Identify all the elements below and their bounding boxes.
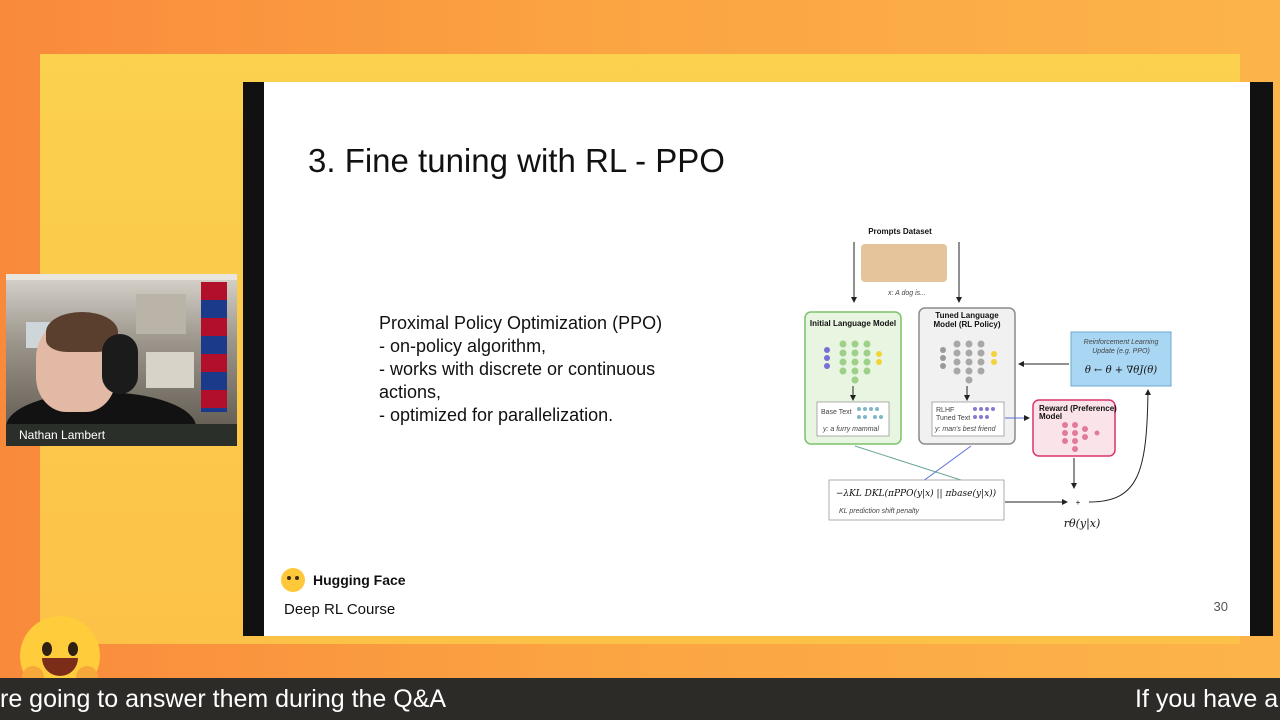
hugging-face-brand: Hugging Face [281, 568, 406, 592]
bullet-item: - on-policy algorithm, [379, 336, 547, 356]
slide-title: 3. Fine tuning with RL - PPO [308, 142, 725, 179]
rl-update-formula: θ ← θ + ∇θJ(θ) [1085, 365, 1157, 376]
bullet-item: - optimized for parallelization. [379, 405, 614, 425]
kl-formula: −λKL DKL(πPPO(y|x) || πbase(y|x)) [836, 488, 997, 499]
base-text-box [816, 401, 890, 437]
reward-model-label-2: Model [1039, 412, 1062, 421]
rlhf-ppo-diagram: Prompts Dataset x: A dog is... Initial L… [804, 227, 1172, 531]
rlhf-text-label-1: RLHF [936, 407, 954, 414]
reward-model-network-icon [1062, 422, 1100, 452]
scarf [201, 282, 227, 412]
rlhf-text-label-2: Tuned Text [936, 415, 970, 422]
speaker-webcam [6, 274, 237, 446]
presentation-slide: 3. Fine tuning with RL - PPO Proximal Po… [264, 82, 1250, 636]
tuned-lm-label-1: Tuned Language [935, 311, 999, 320]
sum-node: + [1076, 498, 1081, 507]
rlhf-output: y: man's best friend [934, 426, 997, 433]
bullet-list: Proximal Policy Optimization (PPO) - on-… [379, 312, 699, 427]
base-output: y: a furry mammal [822, 426, 879, 433]
ticker-text-left: re going to answer them during the Q&A [0, 685, 447, 713]
reward-model-box [1032, 399, 1116, 457]
rl-update-label-1: Reinforcement Learning [1084, 339, 1159, 346]
prompts-dataset-image [861, 244, 947, 282]
kl-caption: KL prediction shift penalty [839, 508, 920, 515]
speaker-name-tag: Nathan Lambert [6, 424, 237, 446]
hugging-face-emoji-icon [281, 568, 305, 592]
bullet-item: - works with discrete or continuous acti… [379, 359, 656, 402]
bullet-heading: Proximal Policy Optimization (PPO) [379, 313, 663, 333]
initial-lm-label: Initial Language Model [810, 319, 896, 328]
prompts-dataset-label: Prompts Dataset [868, 227, 932, 236]
brand-name: Hugging Face [313, 572, 406, 588]
kl-penalty-box [828, 479, 1005, 521]
tuned-lm-network-icon [940, 340, 997, 384]
ticker-text-right: If you have a [1135, 685, 1279, 713]
base-text-label: Base Text [821, 409, 852, 416]
reward-output: rθ(y|x) [1064, 517, 1101, 531]
prompt-example: x: A dog is... [887, 290, 926, 297]
reward-model-label-1: Reward (Preference) [1039, 404, 1117, 413]
headphones-icon [102, 334, 138, 394]
tuned-lm-label-2: Model (RL Policy) [934, 320, 1001, 329]
rl-update-box [1070, 331, 1172, 387]
rl-update-label-2: Update (e.g. PPO) [1092, 348, 1150, 355]
initial-lm-network-icon [824, 340, 882, 384]
course-name: Deep RL Course [284, 601, 396, 618]
slide-page-number: 30 [1213, 599, 1228, 614]
news-ticker: re going to answer them during the Q&A I… [0, 678, 1280, 720]
